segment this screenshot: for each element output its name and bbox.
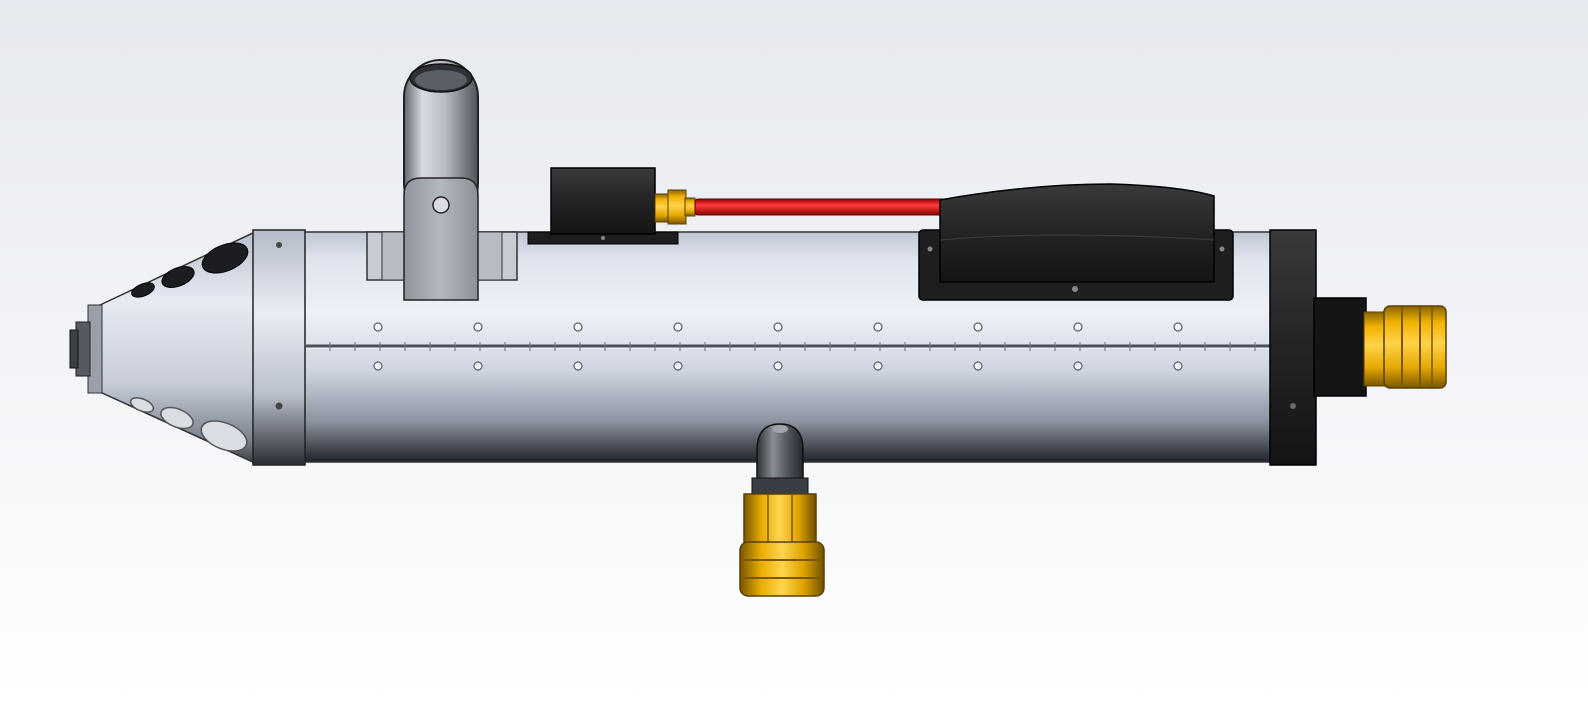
large-box: [918, 183, 1234, 301]
screw-hole: [1073, 361, 1083, 371]
screw-holes: [373, 322, 1183, 371]
screw-hole: [573, 322, 583, 332]
screw-hole: [773, 361, 783, 371]
screw-hole: [673, 322, 683, 332]
rear-coupler: [1363, 305, 1447, 389]
screw-hole: [1173, 361, 1183, 371]
bottom-nozzle: [751, 423, 809, 497]
screw-hole: [873, 322, 883, 332]
screw-hole: [973, 322, 983, 332]
vent-hole: [200, 420, 248, 452]
seam-ticks: [329, 342, 1281, 351]
screw-hole: [473, 322, 483, 332]
vent-hole: [161, 266, 195, 288]
screw-hole: [573, 361, 583, 371]
screw-hole: [473, 361, 483, 371]
screw-hole: [973, 361, 983, 371]
top-bracket: [366, 177, 518, 301]
screw-hole: [1173, 322, 1183, 332]
screw-hole: [873, 361, 883, 371]
vent-hole: [129, 397, 155, 413]
small-box: [527, 167, 696, 245]
screw-hole: [373, 361, 383, 371]
screw-hole: [373, 322, 383, 332]
screw-hole: [773, 322, 783, 332]
bottom-coupler: [739, 493, 825, 597]
vent-hole: [160, 406, 194, 430]
nose-collar: [252, 229, 306, 466]
screw-hole: [673, 361, 683, 371]
red-hose: [694, 198, 946, 216]
vent-hole: [201, 242, 249, 274]
end-cap: [1269, 229, 1367, 466]
vent-hole: [131, 282, 155, 298]
nose-cone: [69, 230, 256, 465]
screw-hole: [1073, 322, 1083, 332]
